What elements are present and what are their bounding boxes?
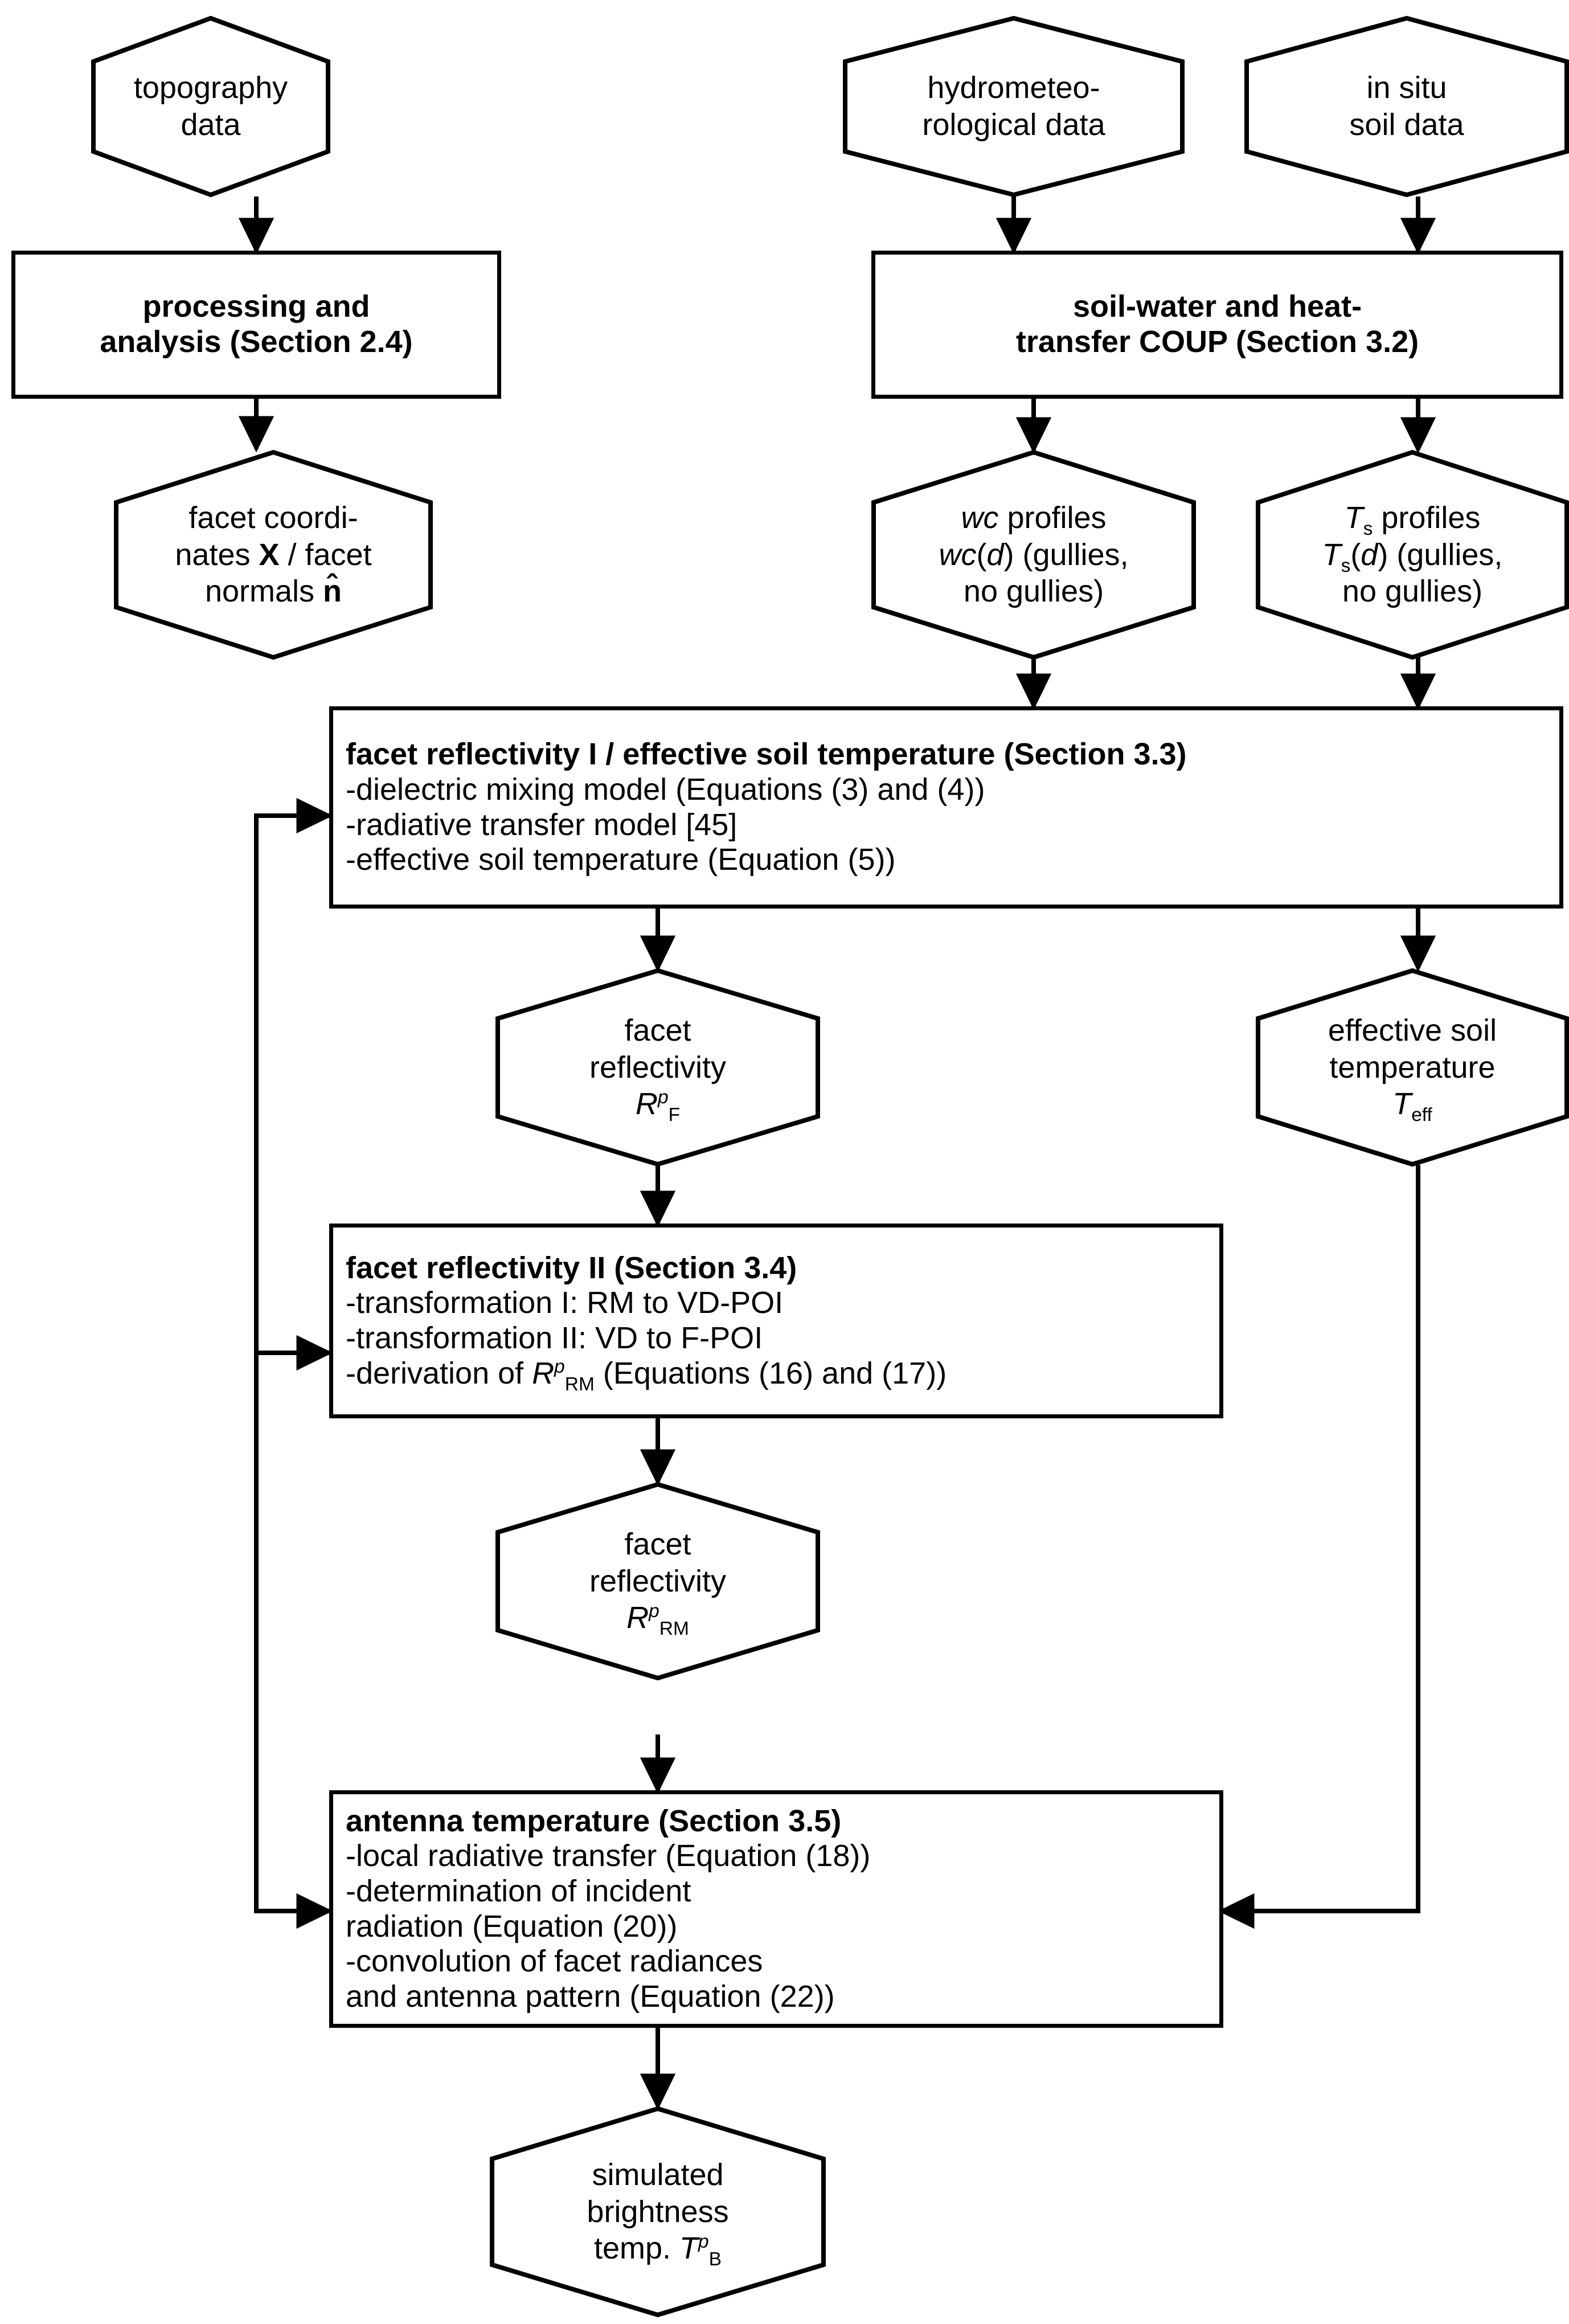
line-facet-normals-n: normals n̂: [204, 574, 342, 609]
line: soil data: [1349, 108, 1464, 142]
node-bullet: -radiative transfer model [45]: [346, 807, 738, 842]
line: brightness: [587, 2194, 729, 2229]
node-bullet: -transformation II: VD to F-POI: [346, 1321, 763, 1355]
line-symbol-RF: RpF: [635, 1087, 681, 1126]
line: reflectivity: [589, 1050, 727, 1085]
line: facet coordi-: [189, 500, 358, 535]
node-antenna-temperature[interactable]: antenna temperature (Section 3.5) -local…: [329, 1790, 1223, 2028]
edge-facetcoords-to-fr1: [254, 797, 333, 834]
line: data: [181, 108, 241, 142]
node-in-situ-soil-data[interactable]: in situ soil data: [1244, 15, 1569, 198]
node-line: processing and: [142, 289, 370, 324]
node-wc-profiles[interactable]: wc profiles wc(d) (gullies, no gullies): [871, 449, 1196, 660]
line-ts-d: Ts(d) (gullies,: [1322, 537, 1503, 576]
node-label: simulated brightness temp. TpB: [490, 2106, 826, 2317]
line: reflectivity: [589, 1564, 727, 1598]
node-line: analysis (Section 2.4): [100, 325, 413, 359]
line: in situ: [1366, 71, 1447, 105]
line-symbol-RRM: RpRM: [626, 1601, 689, 1640]
node-bullet: -convolution of facet radiances: [346, 1944, 763, 1979]
node-heading: facet reflectivity II (Section 3.4): [346, 1250, 797, 1285]
hexagon-outline: [91, 15, 330, 198]
node-heading: antenna temperature (Section 3.5): [346, 1803, 842, 1838]
hexagon-outline: [1256, 449, 1569, 660]
node-facet-reflectivity-F[interactable]: facet reflectivity RpF: [495, 968, 820, 1167]
line: facet: [624, 1013, 691, 1048]
node-line: transfer COUP (Section 3.2): [1015, 325, 1419, 359]
hexagon-outline: [490, 2106, 826, 2318]
hexagon-outline: [1244, 15, 1569, 198]
line-no-gullies: no gullies): [963, 574, 1104, 609]
node-effective-soil-temperature[interactable]: effective soil temperature Teff: [1256, 968, 1569, 1167]
node-label: facet reflectivity RpRM: [495, 1482, 820, 1680]
node-bullet: radiation (Equation (20)): [346, 1909, 678, 1944]
line: rological data: [922, 108, 1105, 142]
line-symbol-Teff: Teff: [1392, 1087, 1432, 1126]
edge-facetcoords-to-antenna: [254, 1353, 333, 1929]
line: topography: [133, 71, 288, 105]
line-facet-normals-x: nates X / facet: [175, 537, 372, 572]
node-label: hydrometeo- rological data: [843, 16, 1185, 197]
node-label: facet coordi- nates X / facet normals n̂: [114, 450, 433, 660]
line-no-gullies: no gullies): [1342, 574, 1483, 609]
line-symbol-TB: temp. TpB: [593, 2231, 722, 2270]
hexagon-outline: [843, 15, 1185, 198]
node-label: in situ soil data: [1244, 16, 1569, 197]
line-wc-d: wc(d) (gullies,: [939, 537, 1129, 572]
line-wc-profiles: wc profiles: [961, 500, 1107, 535]
line: simulated: [592, 2157, 724, 2192]
line: facet: [624, 1527, 691, 1561]
node-label: wc profiles wc(d) (gullies, no gullies): [871, 450, 1196, 660]
node-hydrometeorological-data[interactable]: hydrometeo- rological data: [843, 15, 1185, 198]
node-bullet: -dielectric mixing model (Equations (3) …: [346, 772, 985, 807]
node-facet-reflectivity-RM[interactable]: facet reflectivity RpRM: [495, 1482, 820, 1681]
hexagon-outline: [495, 968, 820, 1167]
line-ts-profiles: Ts profiles: [1344, 500, 1481, 539]
node-simulated-brightness-temperature[interactable]: simulated brightness temp. TpB: [490, 2106, 826, 2318]
node-facet-reflectivity-1[interactable]: facet reflectivity I / effective soil te…: [329, 706, 1563, 909]
hexagon-outline: [871, 449, 1196, 660]
node-label: Ts profiles Ts(d) (gullies, no gullies): [1256, 450, 1569, 660]
node-bullet: -local radiative transfer (Equation (18)…: [346, 1839, 871, 1873]
node-heading: facet reflectivity I / effective soil te…: [346, 737, 1187, 772]
node-bullet: -determination of incident: [346, 1873, 691, 1908]
edge-teff-to-antenna: [1218, 1165, 1420, 1929]
node-bullet: and antenna pattern (Equation (22)): [346, 1979, 835, 2014]
node-topography-data[interactable]: topography data: [91, 15, 330, 198]
node-soil-water-heat-coup[interactable]: soil-water and heat- transfer COUP (Sect…: [871, 251, 1563, 399]
node-label: topography data: [91, 16, 330, 197]
line: temperature: [1329, 1050, 1496, 1085]
node-ts-profiles[interactable]: Ts profiles Ts(d) (gullies, no gullies): [1256, 449, 1569, 660]
line: effective soil: [1328, 1013, 1497, 1048]
node-processing-analysis[interactable]: processing and analysis (Section 2.4): [11, 251, 501, 399]
edge-facetcoords-to-fr2: [254, 816, 333, 1371]
node-label: facet reflectivity RpF: [495, 968, 820, 1167]
node-bullet: -effective soil temperature (Equation (5…: [346, 842, 896, 877]
node-bullet: -transformation I: RM to VD-POI: [346, 1286, 784, 1320]
node-label: effective soil temperature Teff: [1256, 968, 1569, 1167]
hexagon-outline: [495, 1482, 820, 1681]
node-facet-coordinates[interactable]: facet coordi- nates X / facet normals n̂: [114, 449, 433, 660]
node-line: soil-water and heat-: [1072, 289, 1362, 324]
node-facet-reflectivity-2[interactable]: facet reflectivity II (Section 3.4) -tra…: [329, 1224, 1223, 1418]
hexagon-outline: [114, 449, 433, 660]
node-bullet-derivation: -derivation of RpRM (Equations (16) and …: [346, 1356, 947, 1395]
hexagon-outline: [1256, 968, 1569, 1167]
line: hydrometeo-: [927, 71, 1100, 105]
